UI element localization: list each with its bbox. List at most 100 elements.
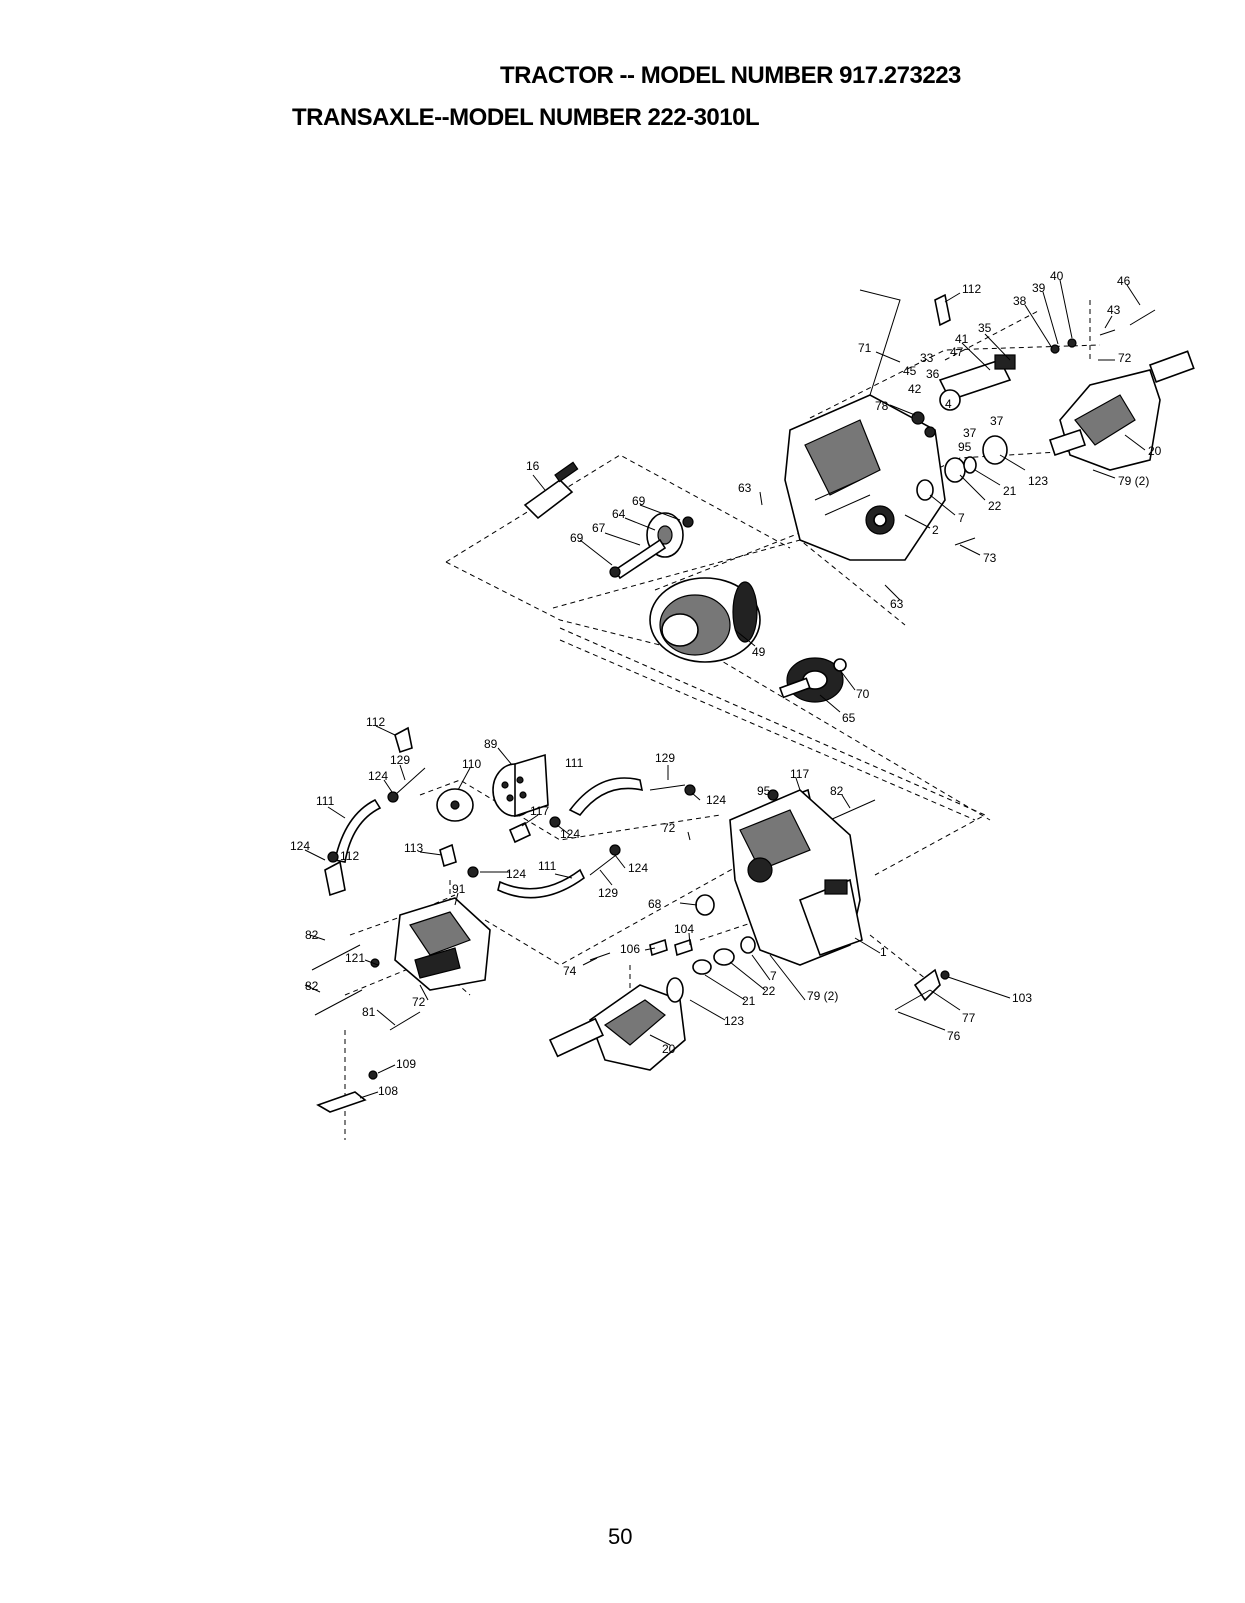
callout-35: 35 <box>978 321 992 335</box>
left-axle-housing <box>548 977 686 1071</box>
callout-65: 65 <box>842 711 856 725</box>
callout-16: 16 <box>526 459 540 473</box>
callout-121: 121 <box>345 951 365 965</box>
callout-36: 36 <box>926 367 940 381</box>
callout-71: 71 <box>858 341 872 355</box>
callout-124-a: 124 <box>368 769 388 783</box>
callout-41: 41 <box>955 332 969 346</box>
callout-95-lower: 95 <box>757 784 771 798</box>
callout-112-lower-b: 112 <box>340 849 359 863</box>
callout-22-lower: 22 <box>762 984 776 998</box>
callout-89: 89 <box>484 737 498 751</box>
callout-95-upper: 95 <box>958 440 972 454</box>
callout-46: 46 <box>1117 274 1131 288</box>
callout-78: 78 <box>875 399 889 413</box>
callout-77: 77 <box>962 1011 976 1025</box>
callout-111-c: 111 <box>538 859 557 873</box>
callout-111-a: 111 <box>565 756 584 770</box>
callout-4: 4 <box>945 397 952 411</box>
callout-123-upper: 123 <box>1028 474 1048 488</box>
callout-39: 39 <box>1032 281 1046 295</box>
callout-106: 106 <box>620 942 640 956</box>
pinion-gear <box>778 657 847 703</box>
brake-parts <box>894 968 950 1011</box>
callout-124-b: 124 <box>706 793 726 807</box>
shift-assembly <box>934 293 1156 411</box>
callout-123-lower: 123 <box>724 1014 744 1028</box>
leader-lines <box>304 279 1146 1099</box>
callout-40: 40 <box>1050 269 1064 283</box>
callout-108: 108 <box>378 1084 398 1098</box>
callout-124-e: 124 <box>506 867 526 881</box>
callout-82-a: 82 <box>830 784 844 798</box>
callout-47: 47 <box>950 345 964 359</box>
lower-case-housing <box>729 789 863 966</box>
callout-21-upper: 21 <box>1003 484 1017 498</box>
callout-43: 43 <box>1107 303 1121 317</box>
callout-21-lower: 21 <box>742 994 756 1008</box>
assembly-dashed-lines <box>344 300 1101 1140</box>
callout-49: 49 <box>752 645 766 659</box>
right-axle-housing <box>1048 350 1195 471</box>
differential-assembly <box>649 577 761 663</box>
callout-69-a: 69 <box>632 494 646 508</box>
transaxle-model-title: TRANSAXLE--MODEL NUMBER 222-3010L <box>292 104 760 131</box>
callout-64: 64 <box>612 507 626 521</box>
callout-110: 110 <box>462 757 481 771</box>
callout-63-a: 63 <box>738 481 752 495</box>
callout-70: 70 <box>856 687 870 701</box>
callout-38: 38 <box>1013 294 1027 308</box>
callout-67: 67 <box>592 521 606 535</box>
callout-113: 113 <box>404 841 423 855</box>
input-shaft <box>523 461 579 520</box>
callout-76: 76 <box>947 1029 961 1043</box>
callout-42: 42 <box>908 382 922 396</box>
callout-124-c: 124 <box>290 839 310 853</box>
callout-20-lower: 20 <box>662 1042 676 1056</box>
callout-81: 81 <box>362 1005 376 1019</box>
callout-45: 45 <box>903 364 917 378</box>
callout-91: 91 <box>452 882 466 896</box>
callout-72-mid: 72 <box>662 821 676 835</box>
callout-117-a: 117 <box>530 804 549 818</box>
page-number: 50 <box>608 1524 633 1549</box>
filter-adapter <box>436 788 474 822</box>
tractor-model-title: TRACTOR -- MODEL NUMBER 917.273223 <box>500 62 961 89</box>
callout-104: 104 <box>674 922 694 936</box>
hydraulic-pump <box>394 897 491 991</box>
callout-82-b: 82 <box>305 928 319 942</box>
callout-72-lower: 72 <box>412 995 426 1009</box>
callout-20-upper: 20 <box>1148 444 1162 458</box>
bolts-and-bracket <box>311 944 421 1113</box>
callout-129-a: 129 <box>390 753 410 767</box>
callout-63-b: 63 <box>890 597 904 611</box>
callout-129-c: 129 <box>598 886 618 900</box>
callout-37-a: 37 <box>990 414 1004 428</box>
oil-filter <box>492 753 549 818</box>
callout-109: 109 <box>396 1057 416 1071</box>
callout-73: 73 <box>983 551 997 565</box>
callout-111-b: 111 <box>316 794 335 808</box>
callout-112-upper: 112 <box>962 282 981 296</box>
callout-33: 33 <box>920 351 934 365</box>
callout-69-b: 69 <box>570 531 584 545</box>
callout-79-upper: 79 (2) <box>1118 474 1149 488</box>
callout-103: 103 <box>1012 991 1032 1005</box>
callout-2: 2 <box>932 523 939 537</box>
callout-1: 1 <box>880 945 887 959</box>
callout-79-lower: 79 (2) <box>807 989 838 1003</box>
callout-124-f: 124 <box>628 861 648 875</box>
callout-7-upper: 7 <box>958 511 965 525</box>
callout-7-lower: 7 <box>770 969 777 983</box>
callout-22-upper: 22 <box>988 499 1002 513</box>
callout-68: 68 <box>648 897 662 911</box>
upper-case-housing <box>784 394 946 561</box>
callout-124-d: 124 <box>560 827 580 841</box>
callout-129-b: 129 <box>655 751 675 765</box>
callout-112-lower-a: 112 <box>366 715 385 729</box>
callout-82-c: 82 <box>305 979 319 993</box>
callout-117-b: 117 <box>790 767 809 781</box>
callout-72-upper: 72 <box>1118 351 1132 365</box>
callout-labels: 112 40 39 38 46 43 41 35 71 33 47 45 36 … <box>290 269 1162 1098</box>
